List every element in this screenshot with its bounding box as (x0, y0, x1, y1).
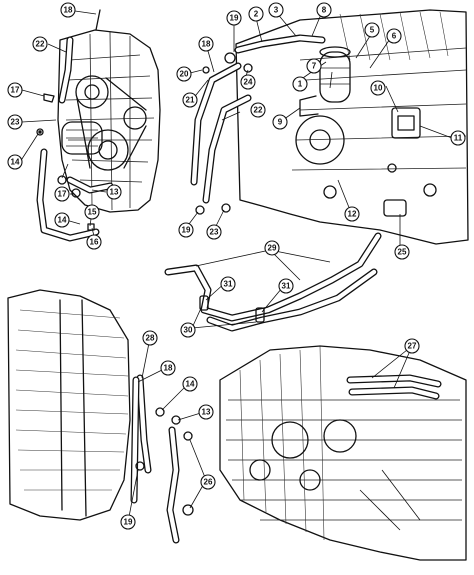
callout-text: 14 (58, 216, 67, 225)
callout-text: 12 (348, 210, 357, 219)
callout-19-top: 19 (226, 10, 242, 26)
callout-30: 30 (180, 322, 196, 338)
callout-3: 3 (268, 2, 284, 18)
callout-text: 25 (398, 248, 407, 257)
callout-text: 10 (374, 84, 383, 93)
callout-16: 16 (86, 234, 102, 250)
callout-31-right: 31 (278, 278, 294, 294)
callout-text: 21 (186, 96, 195, 105)
callout-text: 26 (204, 478, 213, 487)
callout-text: 6 (392, 32, 397, 41)
callout-text: 13 (110, 188, 119, 197)
callout-1: 1 (292, 76, 308, 92)
condenser-illustration (7, 289, 194, 544)
callout-text: 19 (230, 14, 239, 23)
callout-13-top: 13 (106, 184, 122, 200)
callout-text: 19 (124, 518, 133, 527)
callout-8: 8 (316, 2, 332, 18)
callout-text: 23 (210, 228, 219, 237)
callout-text: 18 (164, 364, 173, 373)
callout-10: 10 (370, 80, 386, 96)
callout-text: 18 (202, 40, 211, 49)
callout-13-bottom: 13 (198, 404, 214, 420)
callout-text: 19 (182, 226, 191, 235)
callout-text: 18 (64, 6, 73, 15)
callout-text: 7 (312, 62, 317, 71)
callout-text: 14 (186, 380, 195, 389)
callout-text: 17 (11, 86, 20, 95)
callout-22-right: 22 (250, 102, 266, 118)
callouts: 18 22 17 23 14 17 13 14 15 16 19 2 3 8 5 (7, 2, 466, 530)
engine-compressor-illustration (36, 9, 161, 242)
callout-text: 3 (274, 6, 279, 15)
callout-12: 12 (344, 206, 360, 222)
callout-9: 9 (272, 114, 288, 130)
callout-11: 11 (450, 130, 466, 146)
callout-text: 11 (454, 134, 463, 143)
callout-28: 28 (142, 330, 158, 346)
callout-text: 22 (254, 106, 263, 115)
callout-22-left: 22 (32, 36, 48, 52)
callout-14-mid: 14 (54, 212, 70, 228)
callout-20: 20 (176, 66, 192, 82)
callout-27: 27 (404, 338, 420, 354)
callout-text: 23 (11, 118, 20, 127)
callout-text: 28 (146, 334, 155, 343)
callout-23-right: 23 (206, 224, 222, 240)
callout-text: 15 (88, 208, 97, 217)
callout-text: 31 (282, 282, 291, 291)
callout-text: 14 (11, 158, 20, 167)
callout-25: 25 (394, 244, 410, 260)
callout-6: 6 (386, 28, 402, 44)
callout-text: 17 (58, 190, 67, 199)
callout-text: 13 (202, 408, 211, 417)
callout-18-bottom: 18 (160, 360, 176, 376)
engine-detail-illustration (219, 345, 467, 561)
callout-17-top: 17 (7, 82, 23, 98)
callout-26: 26 (200, 474, 216, 490)
callout-31-left: 31 (220, 276, 236, 292)
callout-14-left: 14 (7, 154, 23, 170)
callout-24: 24 (240, 74, 256, 90)
callout-17-mid: 17 (54, 186, 70, 202)
callout-text: 5 (370, 26, 375, 35)
callout-23-left: 23 (7, 114, 23, 130)
callout-text: 27 (408, 342, 417, 351)
callout-5: 5 (364, 22, 380, 38)
callout-19-bottom: 19 (120, 514, 136, 530)
suction-line-illustration (164, 232, 382, 332)
callout-text: 1 (298, 80, 303, 89)
callout-text: 20 (180, 70, 189, 79)
callout-18-right: 18 (198, 36, 214, 52)
callout-text: 31 (224, 280, 233, 289)
callout-29: 29 (264, 240, 280, 256)
callout-text: 22 (36, 40, 45, 49)
callout-text: 29 (268, 244, 277, 253)
callout-19-mid: 19 (178, 222, 194, 238)
callout-text: 24 (244, 78, 253, 87)
callout-18-top: 18 (60, 2, 76, 18)
callout-14-bottom: 14 (182, 376, 198, 392)
callout-text: 8 (322, 6, 327, 15)
engine-bay-illustration (190, 9, 469, 245)
callout-text: 16 (90, 238, 99, 247)
callout-21: 21 (182, 92, 198, 108)
callout-7: 7 (306, 58, 322, 74)
callout-text: 9 (278, 118, 283, 127)
callout-15: 15 (84, 204, 100, 220)
callout-text: 2 (254, 10, 259, 19)
callout-text: 30 (184, 326, 193, 335)
callout-2: 2 (248, 6, 264, 22)
